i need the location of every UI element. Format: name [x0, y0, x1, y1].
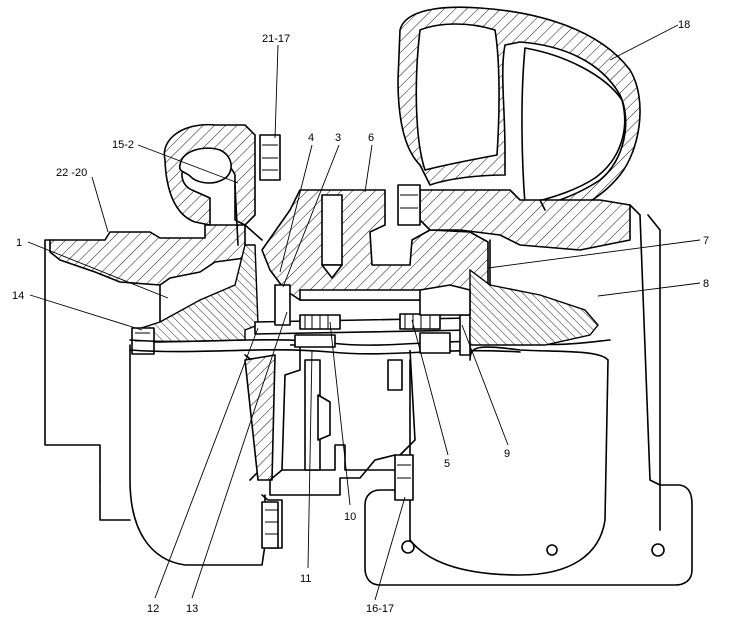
callout-16-17: 16-17: [366, 603, 394, 615]
leader-14: [29, 294, 143, 331]
leader-16-17: [374, 496, 406, 601]
compressor-inlet: [99, 327, 283, 566]
leader-11: [307, 349, 313, 569]
compressor-wheel: [134, 184, 263, 343]
leader-3: [282, 144, 340, 288]
callout-1: 1: [16, 237, 22, 249]
callout-3: 3: [335, 132, 341, 144]
leader-4: [279, 144, 313, 273]
leader-18: [609, 24, 679, 61]
leader-15-2: [137, 144, 239, 184]
leader-12: [154, 327, 259, 599]
callout-8: 8: [703, 278, 709, 290]
leader-6: [364, 144, 373, 193]
callout-6: 6: [368, 132, 374, 144]
callout-labels: 1 14 22 -20 15-2 21-17 4 3 6 18 7 8 9 5 …: [12, 19, 709, 615]
bolts: [259, 134, 421, 501]
callout-21-17: 21-17: [262, 33, 290, 45]
callout-7: 7: [703, 235, 709, 247]
leader-21-17: [274, 44, 279, 139]
leader-7: [487, 239, 701, 269]
callout-18: 18: [678, 19, 690, 31]
callout-5: 5: [444, 458, 450, 470]
callout-22-20: 22 -20: [56, 167, 87, 179]
callout-13: 13: [186, 603, 198, 615]
callout-15-2: 15-2: [112, 139, 134, 151]
turbine-housing: [364, 6, 693, 586]
leader-10: [329, 321, 351, 506]
leader-13: [191, 311, 288, 599]
callout-4: 4: [308, 132, 314, 144]
leader-9: [461, 324, 509, 446]
leader-8: [597, 282, 701, 297]
callout-14: 14: [12, 290, 24, 302]
leader-lines: [27, 24, 701, 601]
callout-11: 11: [300, 573, 311, 585]
callout-12: 12: [147, 603, 159, 615]
turbine-wheel: [409, 199, 609, 576]
center-housing: [261, 189, 489, 496]
leader-22-20: [91, 176, 109, 233]
callout-10: 10: [344, 511, 356, 523]
callout-9: 9: [504, 448, 510, 460]
leader-5: [411, 319, 449, 456]
leader-1: [27, 241, 169, 299]
